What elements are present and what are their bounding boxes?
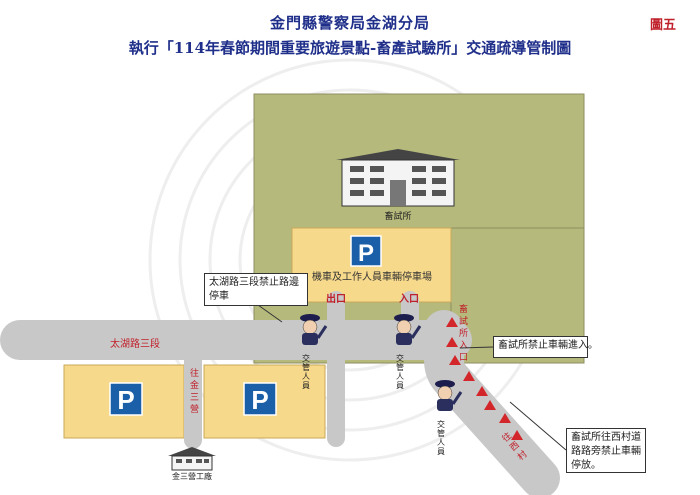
page-title: 金門縣警察局金湖分局 (269, 14, 430, 32)
parking-sign-icon: P (109, 382, 143, 416)
facility-building-icon (336, 149, 460, 207)
parking-sign-icon: P (350, 235, 382, 267)
traffic-cone-icon (449, 355, 461, 365)
traffic-officer-icon: 交管人員 (394, 314, 422, 390)
svg-text:P: P (117, 385, 134, 415)
traffic-officer-icon: 交管人員 (435, 380, 463, 456)
traffic-cone-icon (446, 317, 458, 327)
traffic-cones (446, 317, 523, 440)
factory-building-icon (168, 447, 216, 471)
road-network (0, 291, 560, 495)
road-label-taihu: 太湖路三段 (110, 337, 160, 350)
figure-number: 圖五 (650, 18, 677, 33)
page-subtitle: 執行「114年春節期間重要旅遊景點-畜產試驗所」交通疏導管制圖 (128, 39, 572, 57)
callout-no-parking-xicun-road: 畜試所往西村道路路旁禁止車輛停放。 (566, 428, 646, 473)
traffic-cone-icon (476, 386, 488, 396)
entrance-label: 入口 (399, 293, 419, 305)
parking-sign-icon: P (243, 382, 277, 416)
traffic-officer-icon: 交管人員 (300, 314, 328, 390)
traffic-cone-icon (446, 337, 458, 347)
traffic-cone-icon (511, 430, 523, 440)
traffic-cone-icon (484, 400, 496, 410)
building-label: 畜試所 (384, 210, 411, 222)
callout-no-vehicle-entry: 畜試所禁止車輛進入。 (493, 336, 598, 358)
officer-label: 交管人員 (437, 419, 446, 456)
traffic-cone-icon (463, 371, 475, 381)
officer-label: 交管人員 (396, 353, 405, 390)
callout-no-roadside-parking: 太湖路三段禁止路邊停車 (204, 273, 308, 306)
traffic-cone-icon (499, 413, 511, 423)
officer-label: 交管人員 (302, 353, 311, 390)
facility-entrance-label: 畜試所入口 (457, 303, 468, 364)
exit-label: 出口 (326, 292, 346, 305)
parking-lot-label: 機車及工作人員車輛停車場 (312, 270, 432, 283)
to-jinsan-label: 往金三營 (188, 367, 199, 416)
callout-pointers (257, 304, 567, 451)
svg-text:P: P (358, 240, 374, 267)
factory-label: 金三營工廠 (172, 471, 212, 481)
svg-text:P: P (251, 385, 268, 415)
